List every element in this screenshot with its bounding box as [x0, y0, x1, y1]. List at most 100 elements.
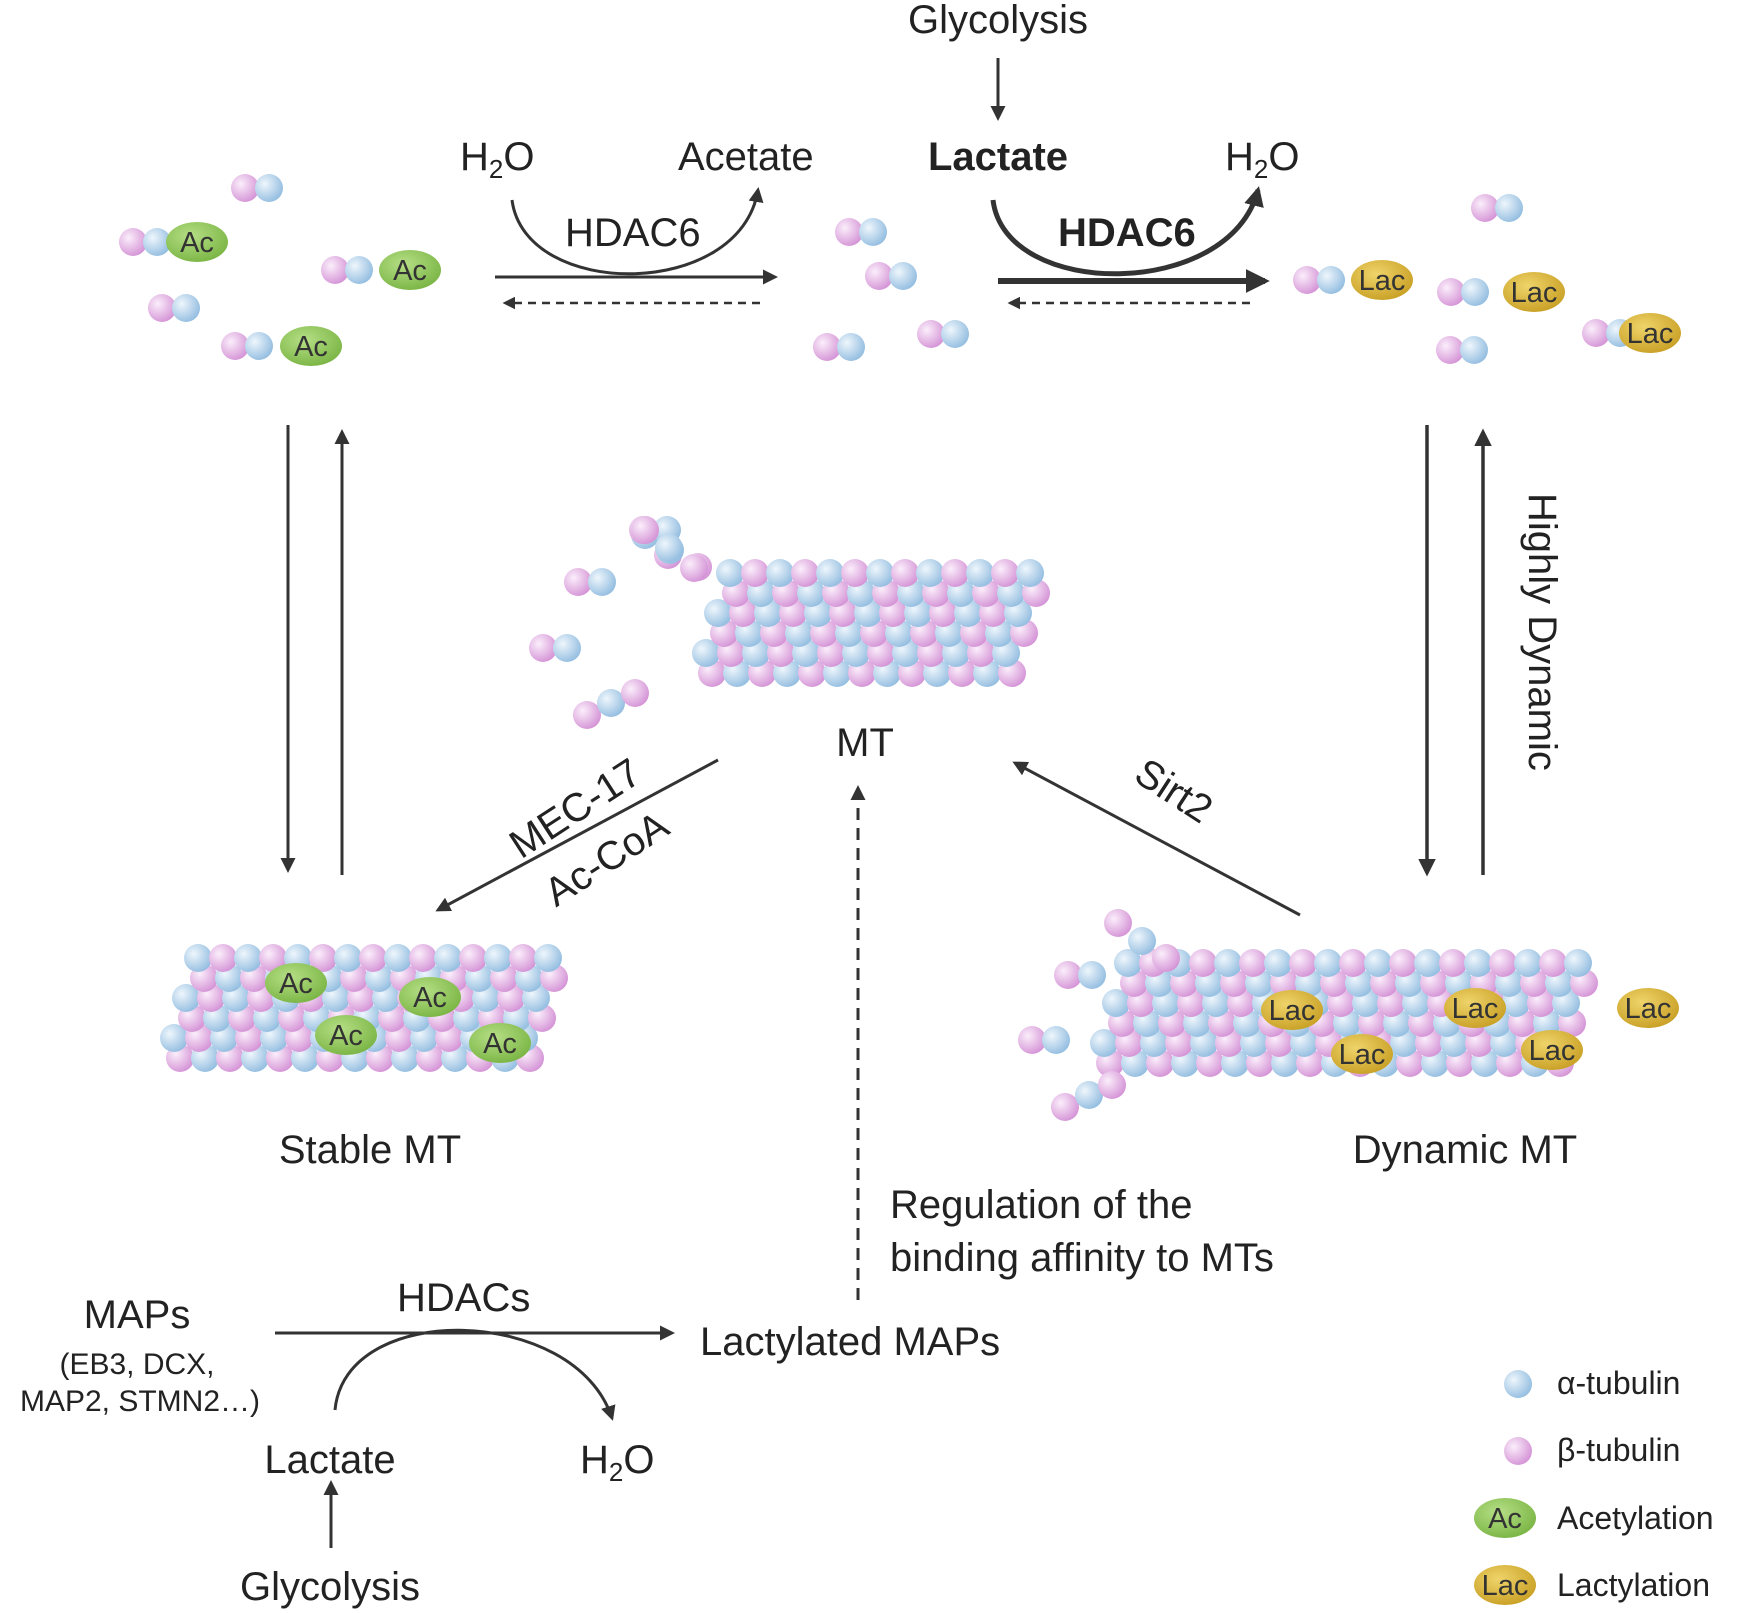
beta-tubulin — [680, 554, 708, 582]
alpha-tubulin — [837, 333, 865, 361]
alpha-tubulin — [143, 228, 171, 256]
lactylation-mark — [1619, 313, 1681, 353]
beta-tubulin — [259, 944, 287, 972]
alpha-tubulin — [816, 559, 844, 587]
alpha-tubulin — [1016, 559, 1044, 587]
beta-tubulin — [841, 559, 869, 587]
acetylation-mark — [379, 250, 441, 290]
deacetylation-curve-arrow — [510, 187, 764, 276]
alpha-tubulin — [716, 559, 744, 587]
highly-dynamic-label: Highly Dynamic — [1520, 493, 1564, 771]
acetylation-mark-text: Ac — [413, 982, 447, 1014]
alpha-tubulin — [1460, 336, 1488, 364]
beta-tubulin — [941, 559, 969, 587]
beta-tubulin — [1436, 336, 1464, 364]
alpha-tubulin — [484, 944, 512, 972]
beta-tubulin — [1051, 1093, 1079, 1121]
alpha-tubulin — [889, 262, 917, 290]
alpha-tubulin — [1042, 1026, 1070, 1054]
acetylation-mark-text: Ac — [483, 1028, 517, 1060]
acetate-label: Acetate — [678, 135, 814, 179]
alpha-tubulin — [345, 256, 373, 284]
alpha-tubulin — [1114, 949, 1142, 977]
water-right-label: H2O — [1225, 135, 1300, 184]
alpha-tubulin — [916, 559, 944, 587]
alpha-tubulin — [160, 1024, 188, 1052]
legend-acetylation-label: Acetylation — [1557, 1500, 1714, 1536]
alpha-tubulin — [655, 534, 683, 562]
lactylation-mark-text: Lac — [1452, 993, 1499, 1025]
beta-tubulin — [1439, 949, 1467, 977]
alpha-tubulin — [245, 332, 273, 360]
lactylation-mark — [1521, 1030, 1583, 1070]
alpha-tubulin — [1314, 949, 1342, 977]
beta-tubulin-icon — [1504, 1437, 1532, 1465]
beta-tubulin — [564, 568, 592, 596]
lactylation-mark — [1617, 988, 1679, 1028]
alpha-tubulin — [704, 599, 732, 627]
lactylation-mark-text: Lac — [1625, 993, 1672, 1025]
beta-tubulin — [1098, 1071, 1126, 1099]
acetylation-mark-text: Ac — [180, 227, 214, 259]
alpha-tubulin — [941, 320, 969, 348]
alpha-tubulin — [534, 944, 562, 972]
beta-tubulin — [865, 262, 893, 290]
lactylation-mark — [1444, 988, 1506, 1028]
alpha-tubulin — [334, 944, 362, 972]
water-bottom-label: H2O — [580, 1438, 655, 1487]
glycolysis-top-label: Glycolysis — [907, 0, 1089, 42]
beta-tubulin — [359, 944, 387, 972]
beta-tubulin — [621, 679, 649, 707]
alpha-tubulin — [172, 984, 200, 1012]
beta-tubulin — [991, 559, 1019, 587]
alpha-tubulin — [1264, 949, 1292, 977]
beta-tubulin — [1104, 909, 1132, 937]
mt-label: MT — [836, 721, 894, 765]
acetylation-mark — [280, 326, 342, 366]
alpha-tubulin-icon — [1504, 1370, 1532, 1398]
lactylation-mark-text: Lac — [1269, 995, 1316, 1027]
lactate-top-label: Lactate — [927, 135, 1069, 179]
hdac6-right-label: HDAC6 — [1058, 211, 1196, 255]
beta-tubulin — [529, 634, 557, 662]
lactylated-maps-label: Lactylated MAPs — [700, 1320, 1001, 1364]
acetylation-mark-text: Ac — [279, 968, 313, 1000]
water-left-label: H2O — [460, 135, 535, 184]
alpha-tubulin — [766, 559, 794, 587]
hdacs-label: HDACs — [397, 1276, 531, 1320]
acetylation-mark-text: Ac — [294, 331, 328, 363]
lactylation-curve-arrow — [990, 186, 1264, 277]
beta-tubulin — [813, 333, 841, 361]
alpha-tubulin — [1364, 949, 1392, 977]
maps-examples-line2: MAP2, STMN2…) — [19, 1385, 261, 1418]
alpha-tubulin — [1102, 989, 1130, 1017]
beta-tubulin — [741, 559, 769, 587]
beta-tubulin — [309, 944, 337, 972]
acetylation-icon — [1474, 1498, 1536, 1538]
beta-tubulin — [1339, 949, 1367, 977]
lactylation-mark — [1503, 272, 1565, 312]
beta-tubulin — [1582, 319, 1610, 347]
hdac6-left-label: HDAC6 — [565, 211, 701, 255]
alpha-tubulin — [966, 559, 994, 587]
alpha-tubulin — [553, 634, 581, 662]
beta-tubulin — [1489, 949, 1517, 977]
beta-tubulin — [1152, 944, 1180, 972]
alpha-tubulin — [1214, 949, 1242, 977]
lactylation-mark — [1331, 1034, 1393, 1074]
acetylation-mark-text: Ac — [329, 1020, 363, 1052]
beta-tubulin — [148, 294, 176, 322]
alpha-tubulin — [184, 944, 212, 972]
lactylation-mark — [1351, 260, 1413, 300]
alpha-tubulin — [1495, 194, 1523, 222]
legend-lactylation-label: Lactylation — [1557, 1567, 1710, 1603]
alpha-tubulin — [384, 944, 412, 972]
dynamic-to-mt-arrow — [1012, 761, 1301, 917]
beta-tubulin — [891, 559, 919, 587]
alpha-tubulin — [234, 944, 262, 972]
beta-tubulin — [835, 218, 863, 246]
alpha-tubulin — [866, 559, 894, 587]
alpha-tubulin — [1461, 278, 1489, 306]
alpha-tubulin — [597, 689, 625, 717]
